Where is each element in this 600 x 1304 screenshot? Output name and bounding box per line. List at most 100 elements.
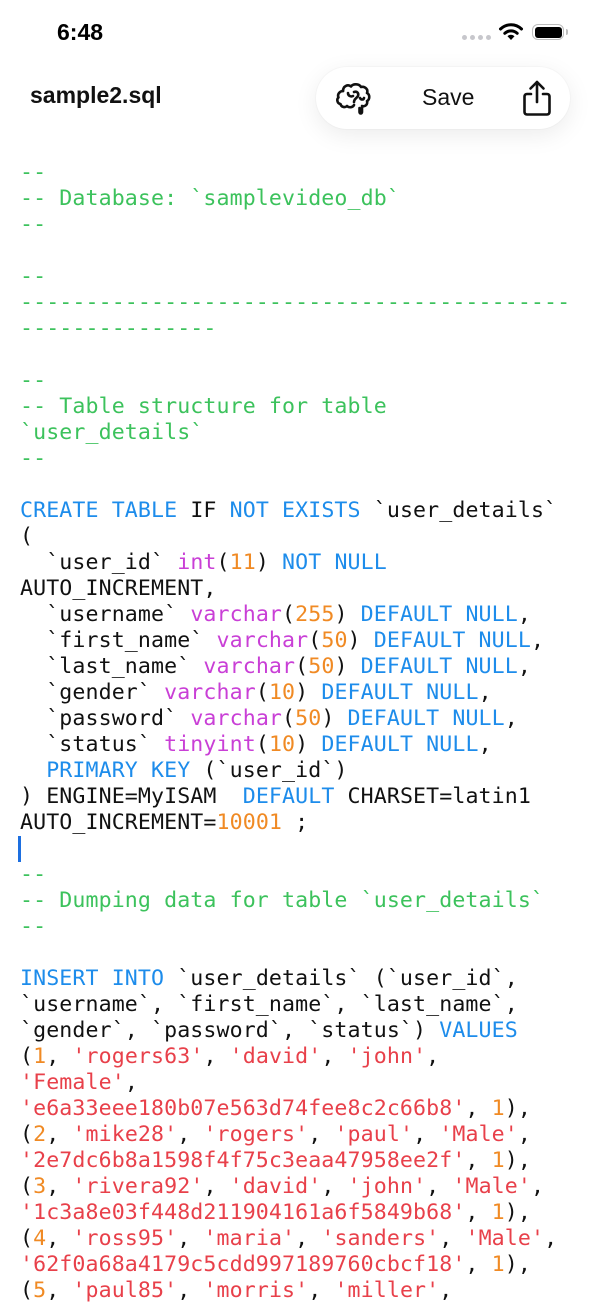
comment-token: -- [20,212,47,237]
share-icon[interactable] [521,78,553,118]
plain-token: ) ENGINE=MyISAM [20,784,243,809]
string-token: 'sanders' [321,1226,440,1251]
type-token: varchar [203,654,296,679]
plain-token: `username`, `first_name`, `last_name`, [20,992,518,1017]
plain-token: (`user_id`) [190,758,348,783]
plain-token: `password` [20,706,191,731]
string-token: 'Male' [465,1226,545,1251]
code-line: (2, 'mike28', 'rogers', 'paul', 'Male', [20,1122,595,1148]
plain-token: ( [282,602,296,627]
plain-token: , [203,1174,230,1199]
plain-token: , [517,602,531,627]
code-line: `first_name` varchar(50) DEFAULT NULL, [20,628,595,654]
number-token: 5 [33,1278,47,1303]
plain-token: , [478,680,492,705]
type-token: varchar [216,628,309,653]
plain-token: , [439,1278,453,1303]
code-line: `password` varchar(50) DEFAULT NULL, [20,706,595,732]
plain-token: , [177,1278,204,1303]
string-token: '2e7dc6b8a1598f4f75c3eaa47958ee2f' [20,1148,466,1173]
comment-token: -- [20,264,47,289]
plain-token: `username` [20,602,191,627]
text-cursor [18,836,21,862]
code-line: 'Female', [20,1070,595,1096]
number-token: 10001 [216,810,283,835]
plain-token: , [321,1044,348,1069]
plain-token: , [46,1278,73,1303]
code-line: PRIMARY KEY (`user_id`) [20,758,595,784]
code-line: '2e7dc6b8a1598f4f75c3eaa47958ee2f', 1), [20,1148,595,1174]
battery-cap [566,29,568,35]
plain-token: `user_details` [360,498,558,523]
plain-token: ( [295,654,309,679]
comment-token: -- [20,160,47,185]
plain-token: , [413,1122,440,1147]
plain-token: `user_details` (`user_id`, [164,966,518,991]
plain-token: IF [177,498,230,523]
string-token: 'e6a33eee180b07e563d74fee8c2c66b8' [20,1096,466,1121]
code-line [20,472,595,498]
code-line: `last_name` varchar(50) DEFAULT NULL, [20,654,595,680]
number-token: 1 [491,1252,505,1277]
number-token: 4 [33,1226,47,1251]
plain-token: , [177,1122,204,1147]
number-token: 1 [33,1044,47,1069]
string-token: 'maria' [203,1226,296,1251]
plain-token: , [465,1096,492,1121]
comment-token: -- [20,862,47,887]
plain-token: , [308,1278,335,1303]
plain-token: ( [308,628,322,653]
code-line: `gender` varchar(10) DEFAULT NULL, [20,680,595,706]
number-token: 3 [33,1174,47,1199]
string-token: 'Male' [452,1174,531,1199]
save-button[interactable]: Save [422,84,475,110]
plain-token: ), [504,1096,531,1121]
string-token: 'paul85' [72,1278,178,1303]
plain-token: `gender` [20,680,165,705]
number-token: 1 [491,1096,505,1121]
code-line [20,940,595,966]
keyword-token: DEFAULT NULL [373,628,531,653]
string-token: '62f0a68a4179c5cdd997189760cbcf18' [20,1252,466,1277]
status-time: 6:48 [57,19,104,45]
code-line: --------------- [20,316,595,342]
type-token: varchar [190,602,283,627]
comment-token: `user_details` [20,420,204,445]
plain-token: `status` [20,732,165,757]
number-token: 1 [491,1148,505,1173]
code-line: (1, 'rogers63', 'david', 'john', [20,1044,595,1070]
code-line: -- Table structure for table [20,394,595,420]
plain-token: ) [334,654,361,679]
toolbar-pill: Save [316,67,570,129]
keyword-token: DEFAULT NULL [360,654,518,679]
comment-token: -- [20,914,47,939]
plain-token: , [46,1174,73,1199]
type-token: int [177,550,217,575]
plain-token: , [504,706,518,731]
code-editor[interactable]: ---- Database: `samplevideo_db`---------… [18,160,595,1304]
plain-token: ), [504,1200,531,1225]
keyword-token: DEFAULT NULL [321,680,479,705]
plain-token: , [426,1044,440,1069]
code-line: 'e6a33eee180b07e563d74fee8c2c66b8', 1), [20,1096,595,1122]
plain-token: , [321,1174,348,1199]
plain-token: , [530,628,545,653]
plain-token: `gender`, `password`, `status`) [20,1018,440,1043]
code-line [20,342,595,368]
brain-icon[interactable] [334,79,374,117]
code-line: -- [20,160,595,186]
plain-token: `last_name` [20,654,204,679]
plain-token: , [295,1226,322,1251]
plain-token: ) [347,628,374,653]
keyword-token: NOT EXISTS [229,498,361,523]
plain-token: ( [255,732,269,757]
code-line: (5, 'paul85', 'morris', 'miller', [20,1278,595,1304]
plain-token [20,758,46,783]
code-line: INSERT INTO `user_details` (`user_id`, [20,966,595,992]
plain-token: ), [504,1252,531,1277]
code-line: -- [20,212,595,238]
string-token: 'Male' [439,1122,518,1147]
string-token: 'david' [229,1044,322,1069]
code-line: -- [20,914,595,940]
comment-token: -- Dumping data for table `user_details` [20,888,545,913]
